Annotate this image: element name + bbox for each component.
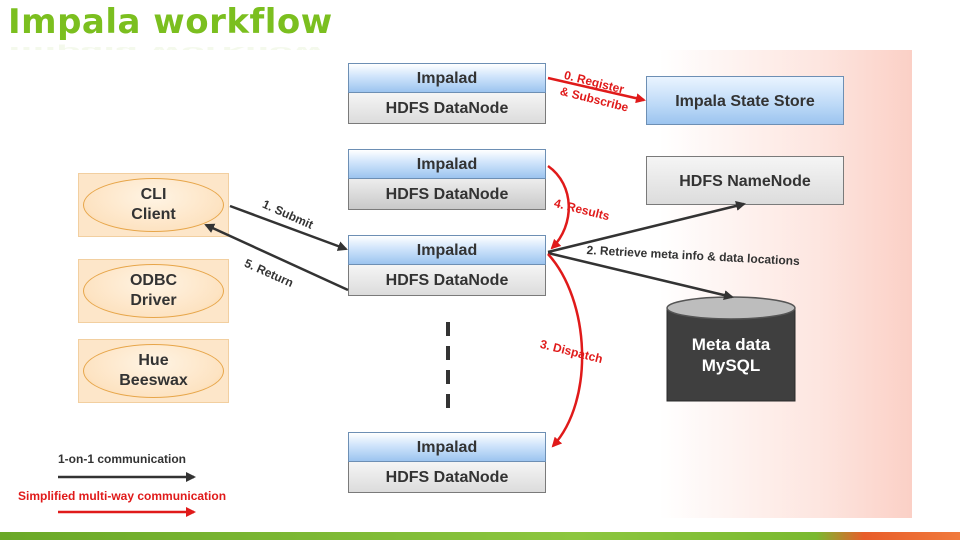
impalad-node-1: Impalad HDFS DataNode: [348, 63, 546, 124]
cli-client-box: CLI Client: [78, 173, 229, 237]
impalad-label: Impalad: [348, 432, 546, 462]
client-label: Driver: [130, 292, 177, 309]
hdfs-datanode-label: HDFS DataNode: [348, 462, 546, 493]
client-label: ODBC: [129, 272, 178, 289]
impalad-label: Impalad: [348, 63, 546, 93]
impalad-node-2: Impalad HDFS DataNode: [348, 149, 546, 210]
impala-state-store-box: Impala State Store: [646, 76, 844, 125]
database-icon: [666, 296, 796, 402]
odbc-driver-oval: ODBC Driver: [83, 264, 224, 318]
metadata-label: Meta data: [691, 335, 771, 354]
hue-beeswax-oval: Hue Beeswax: [83, 344, 224, 398]
hue-beeswax-box: Hue Beeswax: [78, 339, 229, 403]
client-label: Client: [131, 206, 176, 223]
client-label: Hue: [138, 352, 169, 369]
mysql-label: MySQL: [701, 356, 761, 375]
impalad-node-4: Impalad HDFS DataNode: [348, 432, 546, 493]
odbc-driver-box: ODBC Driver: [78, 259, 229, 323]
client-label: Beeswax: [119, 372, 188, 389]
page-title: Impala workflow: [8, 2, 333, 42]
legend-multi-way: Simplified multi-way communication: [18, 489, 227, 503]
impalad-label: Impalad: [348, 235, 546, 265]
cli-client-oval: CLI Client: [83, 178, 224, 232]
hdfs-datanode-label: HDFS DataNode: [348, 179, 546, 210]
footer-bar: [0, 532, 960, 540]
metadata-mysql-cylinder: Meta data MySQL: [666, 296, 796, 402]
hdfs-datanode-label: HDFS DataNode: [348, 93, 546, 124]
hdfs-datanode-label: HDFS DataNode: [348, 265, 546, 296]
impalad-label: Impalad: [348, 149, 546, 179]
hdfs-namenode-box: HDFS NameNode: [646, 156, 844, 205]
legend-one-on-one: 1-on-1 communication: [58, 452, 187, 466]
impalad-node-coordinator: Impalad HDFS DataNode: [348, 235, 546, 296]
client-label: CLI: [140, 186, 167, 203]
